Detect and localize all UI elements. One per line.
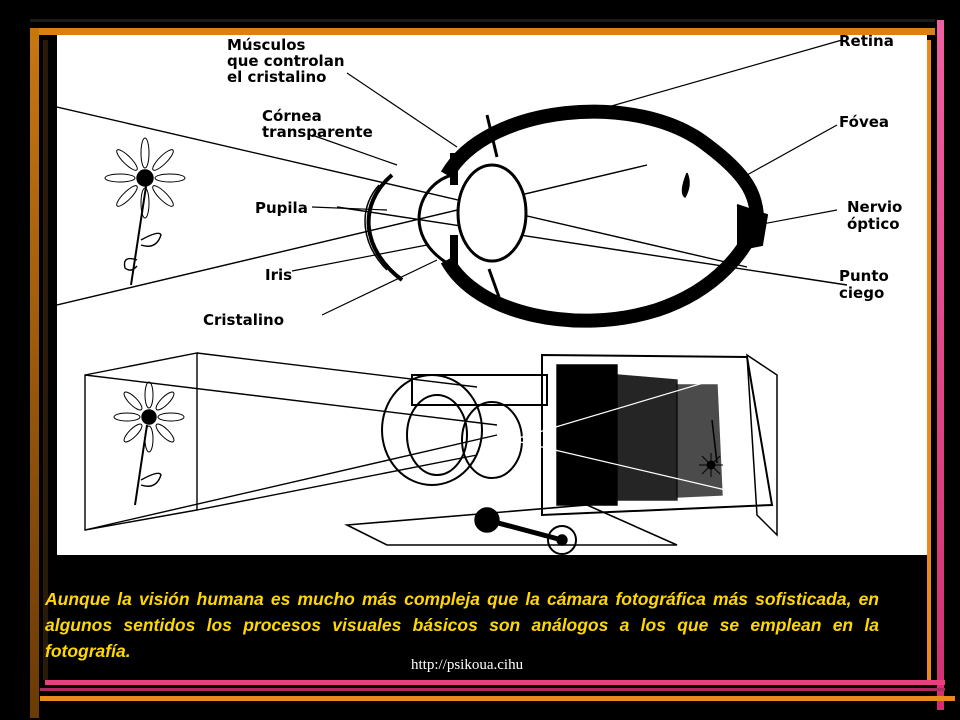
label-musculos-line1: Músculos xyxy=(227,36,306,54)
label-musculos-line2: que controlan xyxy=(227,52,345,70)
camera-illustration xyxy=(84,352,778,555)
punto-ciego-ray xyxy=(336,206,848,286)
left-orange-bar xyxy=(30,28,39,718)
label-punto-line2: ciego xyxy=(839,284,884,302)
source-url: http://psikoua.cihu xyxy=(411,657,524,673)
top-pink-bar xyxy=(30,19,935,22)
caption-text: Aunque la visión humana es mucho más com… xyxy=(45,589,879,661)
top-orange-bar xyxy=(30,28,935,35)
label-nervio-line1: Nervio xyxy=(847,198,902,216)
bottom-pink-bar xyxy=(45,680,945,685)
right-orange-bar xyxy=(927,40,931,680)
inverted-flower-icon xyxy=(699,419,723,477)
eye-camera-diagram: Músculos que controlan el cristalino Cór… xyxy=(57,35,927,555)
label-pupila: Pupila xyxy=(255,199,308,217)
label-leaders xyxy=(291,39,843,316)
light-ray-top xyxy=(57,106,748,268)
flower-target-icon xyxy=(113,381,185,506)
flower-icon xyxy=(104,137,186,286)
eye-illustration xyxy=(364,104,769,328)
label-cornea-line2: transparente xyxy=(262,123,373,141)
left-dark-bar xyxy=(43,40,48,680)
light-ray-bottom xyxy=(57,164,648,306)
label-iris: Iris xyxy=(265,266,292,284)
right-pink-bar xyxy=(937,20,944,710)
label-fovea: Fóvea xyxy=(839,113,889,131)
label-punto-line1: Punto xyxy=(839,267,889,285)
label-musculos-line3: el cristalino xyxy=(227,68,326,86)
label-cornea-line1: Córnea xyxy=(262,107,322,125)
bottom-orange-bar xyxy=(40,696,955,701)
label-retina: Retina xyxy=(839,35,894,50)
bottom-pink-bar-2 xyxy=(40,688,945,691)
label-nervio-line2: óptico xyxy=(847,215,900,233)
label-cristalino: Cristalino xyxy=(203,311,284,329)
